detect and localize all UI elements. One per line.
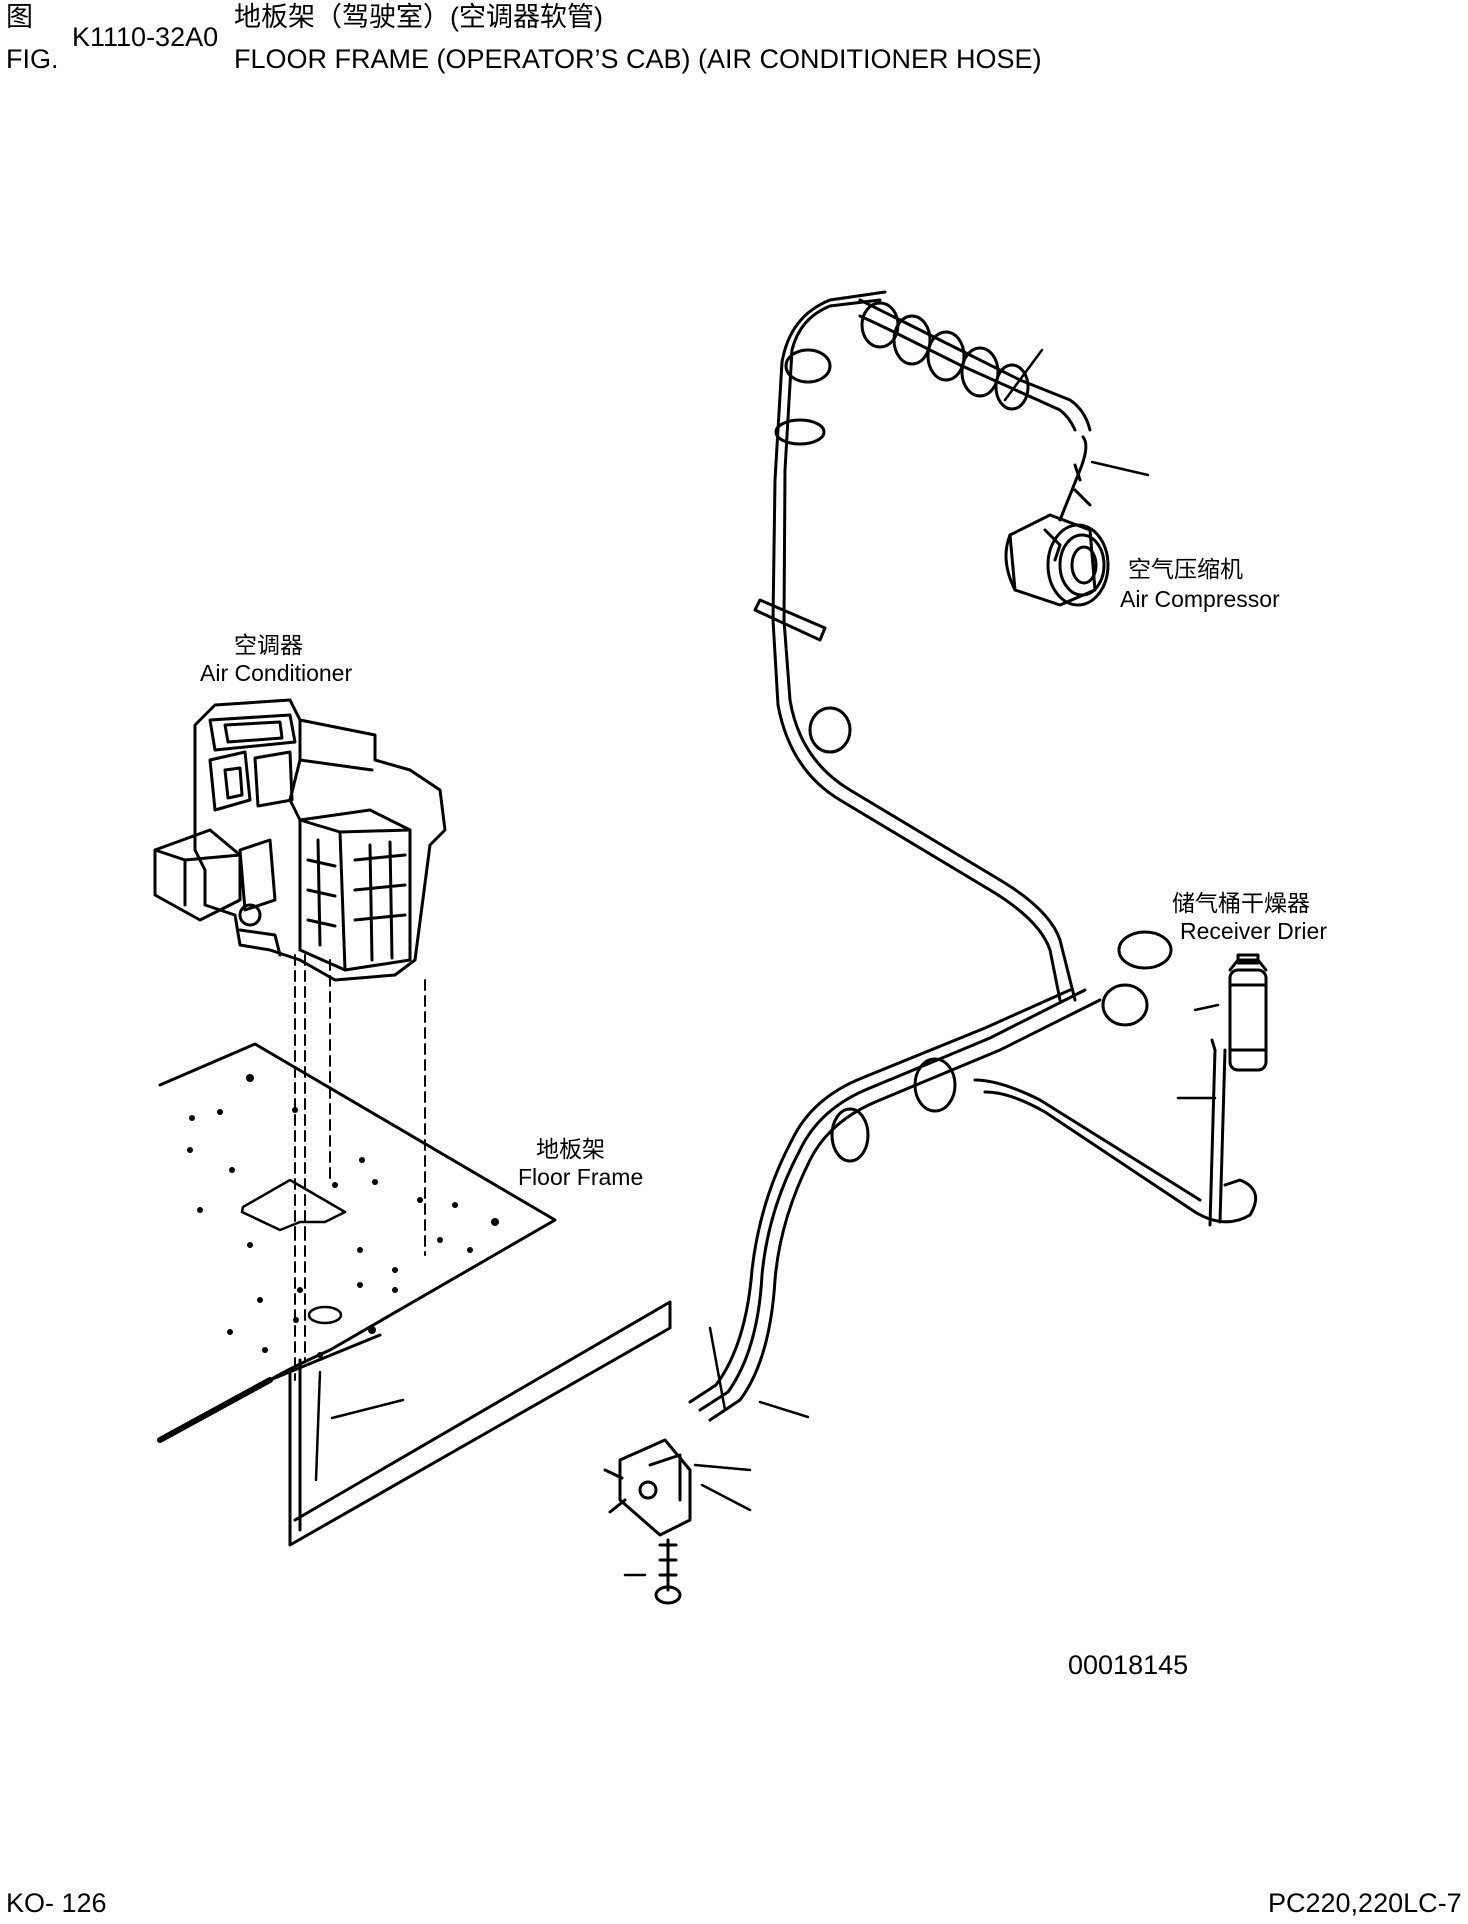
mounting-centerlines xyxy=(294,954,426,1381)
air-compressor-label-en: Air Compressor xyxy=(1120,586,1280,612)
footer-model: PC220,220LC-7 xyxy=(1268,1888,1462,1918)
air-conditioner-unit xyxy=(153,698,447,982)
main-hose xyxy=(688,290,1258,1422)
figure-number: K1110-32A0 xyxy=(72,22,219,52)
footer-page-number: KO- 126 xyxy=(6,1888,107,1918)
receiver-drier-label-en: Receiver Drier xyxy=(1180,918,1327,944)
leader-lines xyxy=(314,348,1220,1577)
receiver-drier-body xyxy=(1228,953,1268,1072)
hose-bracket xyxy=(603,1438,692,1605)
air-compressor-label-zh: 空气压缩机 xyxy=(1128,556,1243,582)
floor-frame-plate xyxy=(157,1042,557,1443)
air-conditioner-label-en: Air Conditioner xyxy=(200,660,353,686)
title-en: FLOOR FRAME (OPERATOR’S CAB) (AIR CONDIT… xyxy=(234,44,1042,74)
floor-frame-member xyxy=(288,1300,672,1547)
fig-zh-label: 图 xyxy=(6,2,33,32)
air-compressor-body xyxy=(1004,435,1110,607)
receiver-drier-label-zh: 储气桶干燥器 xyxy=(1172,890,1310,916)
floor-frame-holes xyxy=(187,1074,499,1358)
title-zh: 地板架（驾驶室）(空调器软管) xyxy=(234,2,603,32)
fig-en-label: FIG. xyxy=(6,44,59,74)
hose-clamps xyxy=(753,301,1173,1163)
floor-frame-label-en: Floor Frame xyxy=(518,1164,644,1190)
air-conditioner-label-zh: 空调器 xyxy=(234,632,303,658)
floor-frame-label-zh: 地板架 xyxy=(536,1136,605,1162)
drawing-number: 00018145 xyxy=(1068,1650,1189,1680)
